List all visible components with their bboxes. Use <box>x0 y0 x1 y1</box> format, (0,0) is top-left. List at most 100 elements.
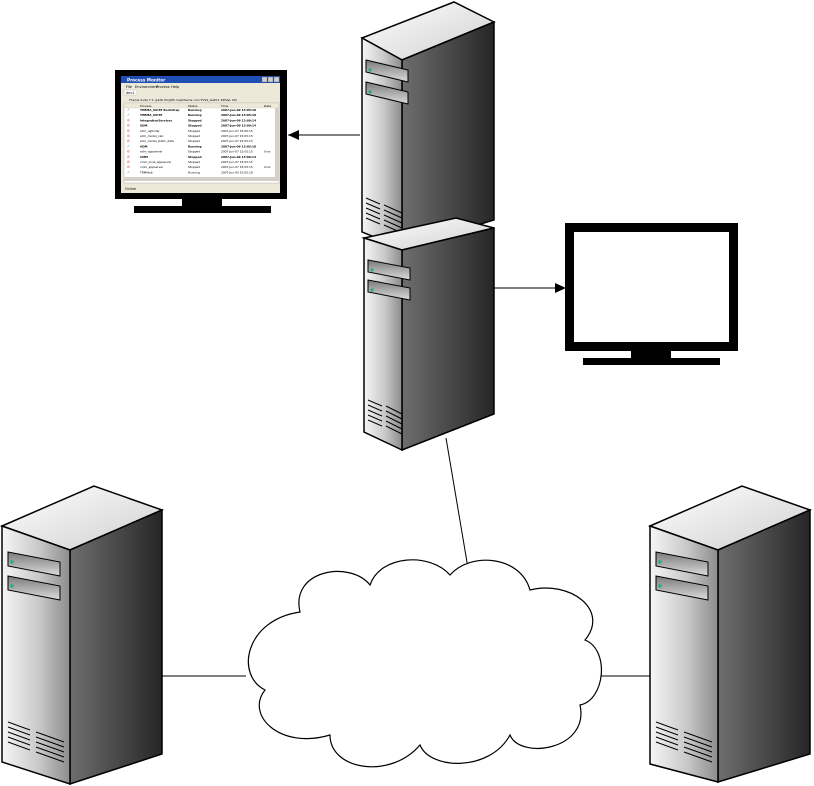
process-status: Running <box>188 108 202 112</box>
tab-dev1[interactable] <box>123 89 138 96</box>
table-row[interactable]: ⊘ IntegrationServices Stopped 2007-Jun-09 1… <box>127 118 256 122</box>
scrollbar-horizontal[interactable] <box>124 177 279 181</box>
tab-dev1-label: dev1 <box>126 91 134 95</box>
monitor-base <box>134 206 271 213</box>
process-time: 2007-Jun-07 15:05:15 <box>221 139 253 143</box>
process-status: Stopped <box>188 124 202 128</box>
process-status: Stopped <box>188 134 200 138</box>
drive-bay <box>655 551 709 601</box>
process-table <box>123 102 280 184</box>
arrowhead-right <box>555 283 566 293</box>
window-title: Process Monitor <box>127 78 166 83</box>
scrollbar-vertical[interactable] <box>275 108 279 177</box>
table-row[interactable]: ⊘ sdm_model_calc Stopped 2007-Jun-07 15:05:… <box>127 134 253 138</box>
table-row[interactable]: ✓ THEMA_SUITE Bootstrap Running 2007-Jun-09… <box>127 108 256 112</box>
menu-file[interactable]: File <box>126 85 133 89</box>
col-process[interactable]: Process <box>140 104 152 108</box>
link-midserver-to-cloud <box>445 437 470 575</box>
table-row[interactable]: ⊘ CMM Stopped 2007-Jun-09 15:09:14 <box>127 155 256 159</box>
menu-bar: File Environment Process Help <box>126 85 180 89</box>
check-icon: ✓ <box>127 144 130 148</box>
process-name: sdm_model_calc <box>140 134 164 138</box>
stop-icon: ⊘ <box>127 155 130 159</box>
process-time: 2007-Jun-09 15:05:18 <box>221 170 253 174</box>
col-time[interactable]: Time <box>220 104 228 108</box>
check-icon: ✓ <box>127 113 130 117</box>
process-time: 2007-Jun-07 15:05:15 <box>221 150 253 154</box>
col-detail[interactable]: Deta <box>264 104 271 108</box>
menu-environment[interactable]: Environment <box>135 85 159 89</box>
process-name: THEMA_SUITE Bootstrap <box>140 108 180 112</box>
drive-bay <box>367 259 411 301</box>
process-monitor-window: Process Monitor File Environment Process… <box>121 76 280 193</box>
stop-icon: ⊘ <box>127 150 130 154</box>
process-status: Running <box>188 170 200 174</box>
process-time: 2007-Jun-09 15:05:18 <box>221 113 256 117</box>
stop-icon: ⊘ <box>127 118 130 122</box>
process-detail: Unix <box>264 150 271 154</box>
process-status: Stopped <box>188 165 200 169</box>
drive-bay <box>365 59 409 105</box>
drive-bay <box>7 551 61 601</box>
process-status: Stopped <box>188 160 200 164</box>
col-status[interactable]: Status <box>188 104 198 108</box>
menu-process[interactable]: Process <box>156 85 170 89</box>
process-name: THEMA_SUITE <box>140 113 162 117</box>
process-time: 2007-Jun-07 15:05:15 <box>221 134 253 138</box>
process-status: Stopped <box>188 118 202 122</box>
table-row[interactable]: ✓ THEMA_SUITE Running 2007-Jun-09 15:05:18 <box>127 113 256 117</box>
process-time: 2007-Jun-09 15:09:14 <box>221 124 256 128</box>
process-time: 2007-Jun-07 15:05:15 <box>221 165 253 169</box>
stop-icon: ⊘ <box>127 124 130 128</box>
server-right <box>647 485 813 784</box>
process-time: 2007-Jun-09 15:05:18 <box>221 108 256 112</box>
close-button[interactable] <box>273 76 280 83</box>
table-header: Process Status Time Deta <box>123 102 280 109</box>
process-time: 2007-Jun-09 15:09:14 <box>221 118 256 122</box>
server-left <box>0 485 165 786</box>
monitor-neck <box>182 199 222 206</box>
process-status: Stopped <box>188 129 200 133</box>
process-name: TRMWeb <box>139 170 153 174</box>
server-middle <box>361 217 495 452</box>
status-bar: Online <box>125 187 136 191</box>
monitor-right <box>565 223 738 365</box>
table-row[interactable]: ⊘ adm_appserver Stopped 2007-Jun-07 15:05:1… <box>127 150 271 154</box>
process-time: 2007-Jun-07 15:05:15 <box>221 129 253 133</box>
process-name: adm_appserver <box>140 150 163 154</box>
process-name: sdm_model_static_data <box>140 139 174 143</box>
vent-grille <box>365 197 403 234</box>
network-cloud <box>247 559 603 768</box>
process-name: IntegrationServices <box>140 118 172 122</box>
process-status: Stopped <box>188 139 200 143</box>
server-top <box>360 1 496 250</box>
stop-icon: ⊘ <box>127 129 130 133</box>
stop-icon: ⊘ <box>127 160 130 164</box>
minimize-button[interactable] <box>261 76 268 83</box>
process-time: 2007-Jun-09 15:05:18 <box>221 144 256 148</box>
process-status: Running <box>188 113 202 117</box>
menu-help[interactable]: Help <box>171 85 180 89</box>
process-status: Stopped <box>188 155 202 159</box>
process-name: CMM <box>140 155 148 159</box>
monitor-neck <box>631 351 671 358</box>
process-detail: Unix <box>264 165 271 169</box>
check-icon: ✓ <box>127 170 130 174</box>
connection-info: Thema Suite 7.1 (pkdb PC@85.mapthema.com… <box>128 98 237 102</box>
table-row[interactable]: ✓ TRMWeb Running 2007-Jun-09 15:05:18 <box>127 170 253 174</box>
vent-grille <box>7 721 65 763</box>
maximize-button[interactable] <box>267 76 274 83</box>
vent-grille <box>655 721 713 763</box>
process-status: Stopped <box>188 150 200 154</box>
stop-icon: ⊘ <box>127 134 130 138</box>
check-icon: ✓ <box>127 108 130 112</box>
process-time: 2007-Jun-09 15:09:14 <box>221 155 256 159</box>
